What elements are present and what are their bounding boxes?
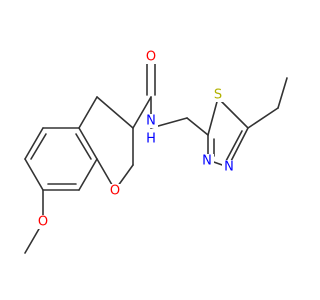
double-bond-inner xyxy=(30,133,47,160)
bond xyxy=(78,127,98,160)
atom-label: N xyxy=(224,160,234,175)
bond xyxy=(78,158,98,191)
bond xyxy=(277,77,288,109)
atom-nitrogen-ring-b: N xyxy=(222,160,236,175)
amide-group xyxy=(132,59,188,129)
bond xyxy=(96,96,134,129)
bond xyxy=(207,97,219,136)
benzene-ring xyxy=(24,127,98,191)
atom-oxygen-carbonyl: O xyxy=(144,50,158,65)
atom-hydrogen-amide: H xyxy=(144,132,158,147)
bond xyxy=(24,158,44,191)
atom-nitrogen-ring-a: N xyxy=(200,154,214,169)
molecule-structure-diagram: O N H S N N O O xyxy=(24,50,288,254)
bond xyxy=(24,127,44,160)
ethyl-group xyxy=(247,77,288,129)
bond xyxy=(78,96,98,129)
thiadiazole-ring xyxy=(186,97,249,168)
atom-oxygen-ring: O xyxy=(108,184,122,199)
atom-label: O xyxy=(146,50,156,65)
atom-sulfur-ring: S xyxy=(211,88,225,103)
atom-oxygen-methoxy: O xyxy=(36,215,50,230)
atom-label: O xyxy=(38,215,48,230)
bond xyxy=(247,107,279,129)
bond xyxy=(132,96,152,129)
atom-label: H xyxy=(146,132,156,147)
atom-nitrogen-amide: N xyxy=(144,114,158,129)
bond xyxy=(186,117,209,136)
double-bond-inner xyxy=(225,130,243,162)
atom-label: S xyxy=(214,88,222,103)
atom-label: N xyxy=(202,154,212,169)
atom-label: N xyxy=(146,114,156,129)
bond xyxy=(217,97,249,129)
double-bond-inner xyxy=(75,133,92,160)
atom-label: O xyxy=(110,184,120,199)
